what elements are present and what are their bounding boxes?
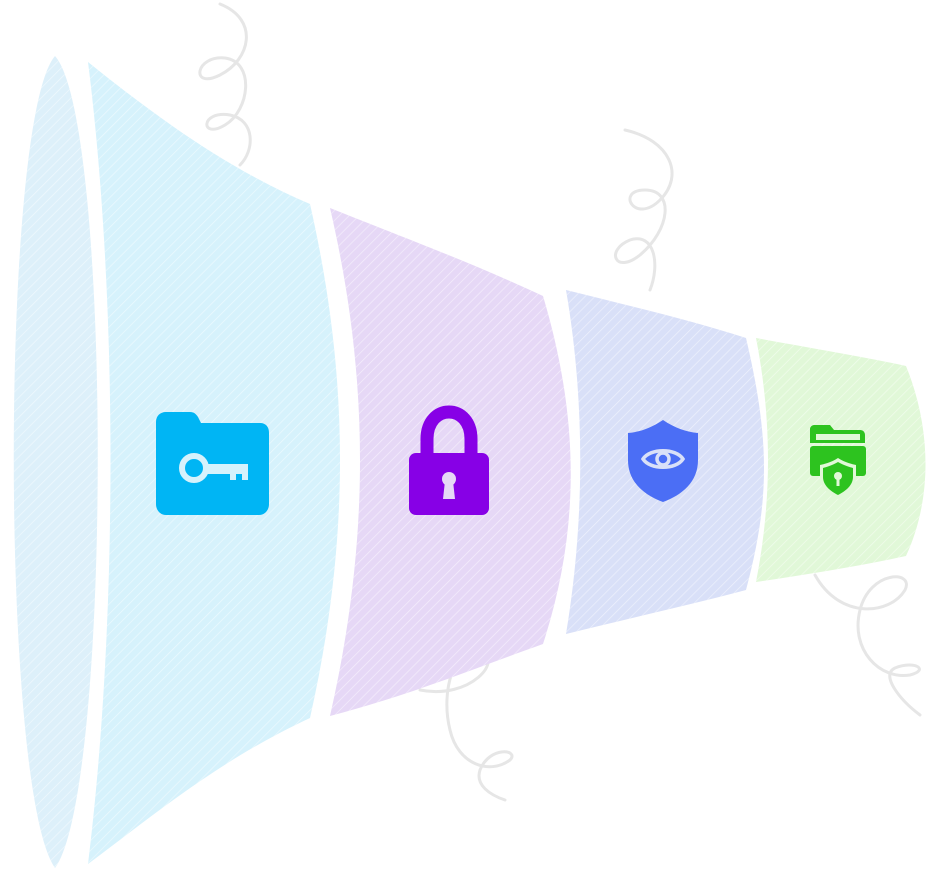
folder-key-icon	[156, 412, 269, 515]
funnel-stage-4	[756, 338, 926, 582]
funnel-rim	[13, 56, 98, 868]
funnel-stage-2	[330, 208, 571, 716]
padlock-icon	[409, 405, 489, 515]
secure-folder-lock-icon	[810, 425, 866, 499]
squiggle-bottom-right	[813, 573, 922, 717]
funnel-stage-3	[566, 290, 764, 634]
squiggle-top-left	[198, 2, 252, 167]
shield-eye-icon	[628, 420, 698, 502]
squiggle-top-middle	[614, 128, 674, 292]
funnel-stage-1	[88, 62, 340, 864]
